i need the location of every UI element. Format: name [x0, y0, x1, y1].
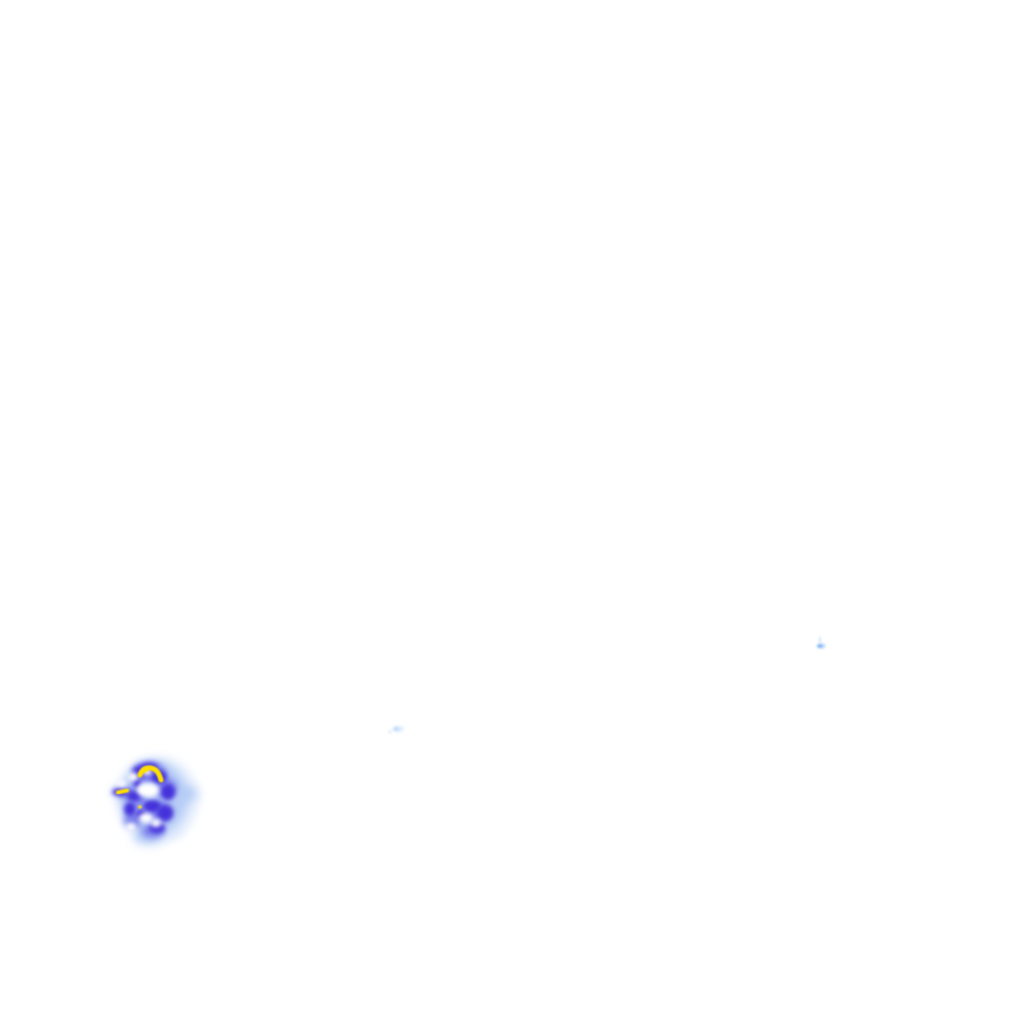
faint-echo-center	[388, 726, 404, 734]
main-storm-cell-shape	[161, 784, 175, 800]
faint-echo-center-shape	[393, 727, 399, 731]
small-echo-east-shape	[818, 636, 822, 644]
small-echo-east	[816, 636, 826, 649]
main-storm-cell-shape	[139, 813, 153, 823]
main-storm-cell-shape	[173, 786, 195, 802]
main-storm-cell-shape	[128, 773, 138, 781]
main-storm-cell-shape	[142, 767, 148, 773]
main-storm-cell-shape	[127, 791, 141, 801]
main-storm-cell-shape	[117, 781, 127, 787]
main-storm-cell	[110, 757, 200, 846]
faint-echo-center-shape	[388, 730, 392, 734]
main-storm-cell-shape	[137, 783, 159, 797]
main-storm-cell-shape	[137, 765, 164, 783]
main-storm-cell-shape	[151, 819, 161, 827]
main-storm-cell-shape	[143, 800, 161, 812]
main-storm-cell-shape	[138, 805, 142, 809]
main-storm-cell-shape	[124, 802, 136, 816]
small-echo-east-shape	[817, 644, 823, 648]
main-storm-cell-shape	[157, 805, 173, 821]
main-storm-cell-shape	[126, 823, 136, 831]
main-storm-cell-shape	[116, 788, 129, 795]
